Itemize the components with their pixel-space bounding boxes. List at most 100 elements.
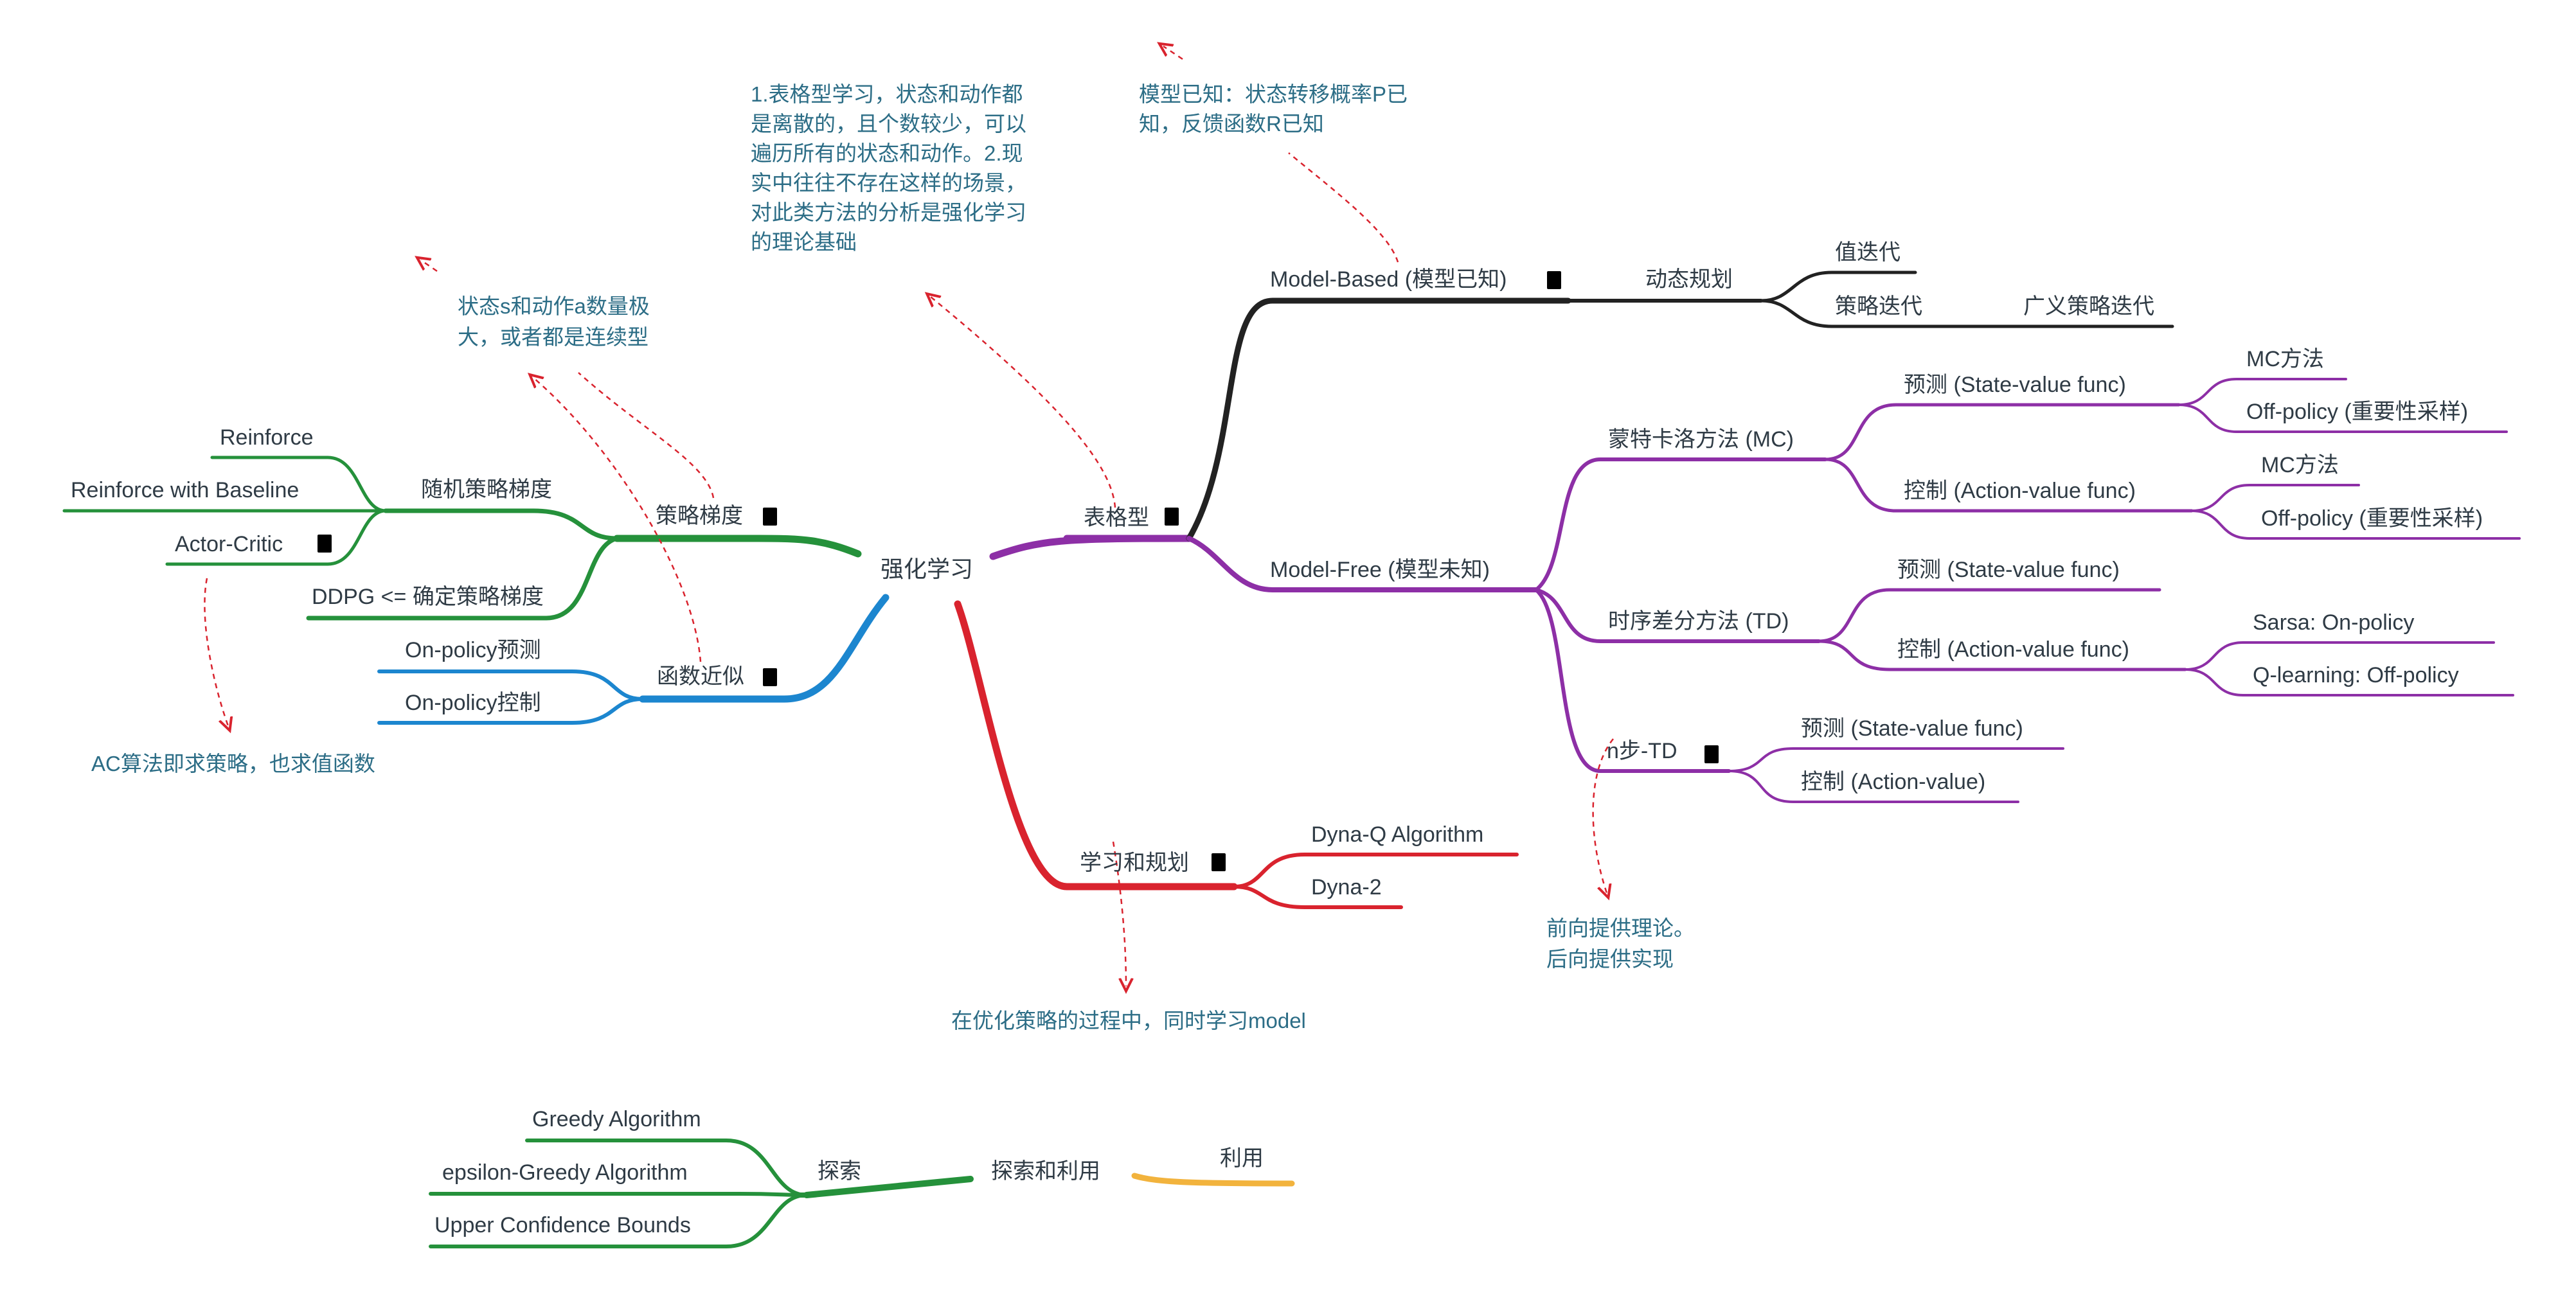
note-line: 模型已知：状态转移概率P已 [1139,82,1408,106]
node-nstep-td[interactable]: n步-TD [1607,739,1677,763]
note-model-known: 模型已知：状态转移概率P已 知，反馈函数R已知 [1139,82,1408,136]
edge-planning-dyna2 [1232,885,1403,909]
node-on-policy-control[interactable]: On-policy控制 [405,691,541,715]
edge-explore-greedy [525,1139,809,1197]
note-line: 状态s和动作a数量极 [458,294,650,318]
edge-pg-stochastic [383,508,620,541]
node-explore-exploit[interactable]: 探索和利用 [991,1159,1100,1183]
node-td-q-learning[interactable]: Q-learning: Off-policy [2253,663,2459,687]
node-reinforce[interactable]: Reinforce [220,425,314,450]
note-arrow-model-known [1288,152,1399,263]
node-nstep-prediction[interactable]: 预测 (State-value func) [1801,716,2023,741]
node-actor-critic[interactable]: Actor-Critic [175,532,283,556]
node-tabular[interactable]: 表格型 [1084,506,1149,530]
edge-explore-ucb [429,1193,809,1248]
node-exploit[interactable]: 利用 [1220,1146,1264,1171]
node-stochastic-policy-gradient[interactable]: 随机策略梯度 [421,477,552,502]
node-mc-prediction[interactable]: 预测 (State-value func) [1904,373,2126,397]
node-on-policy-prediction[interactable]: On-policy预测 [405,638,541,662]
root-node[interactable]: 强化学习 [881,556,973,582]
note-line: 前向提供理论。 [1546,916,1695,940]
note-line: 对此类方法的分析是强化学习 [751,200,1026,224]
edge-exploit [1131,1173,1295,1187]
node-mc[interactable]: 蒙特卡洛方法 (MC) [1608,427,1794,452]
note-line: 1.表格型学习，状态和动作都 [751,82,1023,106]
edge-mc-pred-mc [2178,378,2347,406]
edge-nstep-prediction [1728,747,2064,772]
node-dyna-q[interactable]: Dyna-Q Algorithm [1311,822,1483,847]
document-icon[interactable] [1165,508,1179,526]
node-mc-control-mc[interactable]: MC方法 [2261,453,2339,477]
edge-explore-epsilon [429,1192,809,1197]
node-greedy[interactable]: Greedy Algorithm [532,1107,701,1131]
node-td-control[interactable]: 控制 (Action-value func) [1897,637,2129,662]
node-ucb[interactable]: Upper Confidence Bounds [434,1213,691,1237]
note-line: 知，反馈函数R已知 [1139,112,1324,136]
note-tabular: 1.表格型学习，状态和动作都 是离散的，且个数较少，可以 遍历所有的状态和动作。… [751,82,1026,254]
note-nstep: 前向提供理论。 后向提供实现 [1546,916,1695,971]
edge-fa-prediction [377,669,645,701]
node-td-sarsa[interactable]: Sarsa: On-policy [2253,610,2414,635]
note-line: 后向提供实现 [1546,947,1674,971]
node-reinforce-baseline[interactable]: Reinforce with Baseline [71,478,299,502]
note-line: 遍历所有的状态和动作。2.现 [751,141,1023,165]
node-epsilon-greedy[interactable]: epsilon-Greedy Algorithm [442,1160,688,1185]
node-mc-control[interactable]: 控制 (Action-value func) [1904,479,2136,503]
note-arrow-large-space [578,372,715,499]
node-model-free[interactable]: Model-Free (模型未知) [1270,558,1490,582]
node-nstep-control[interactable]: 控制 (Action-value) [1801,770,1985,794]
note-line: 的理论基础 [751,230,857,254]
node-mc-prediction-mc[interactable]: MC方法 [2246,347,2324,371]
node-dynamic-programming[interactable]: 动态规划 [1645,267,1733,292]
edge-mc-ctrl-mc [2190,484,2360,512]
edge-td-control [1817,639,2187,671]
note-actor-critic: AC算法即求策略，也求值函数 [91,752,375,776]
note-arrow-model-known-tip [1163,46,1183,60]
edge-td-sarsa [2184,641,2495,671]
note-arrow-tabular [931,297,1116,508]
node-ddpg[interactable]: DDPG <= 确定策略梯度 [312,585,544,609]
document-icon[interactable] [763,668,777,686]
note-arrow-large-space-tip [421,260,438,272]
edge-explore-root [803,1176,974,1198]
edge-pg-ddpg [306,536,620,621]
note-line: 实中往往不存在这样的场景， [751,171,1026,195]
edge-mc-control [1823,457,2194,513]
node-value-iteration[interactable]: 值迭代 [1835,240,1901,265]
document-icon[interactable] [318,535,332,553]
note-large-space: 状态s和动作a数量极 大，或者都是连续型 [458,294,650,349]
edge-td-prediction [1817,588,2161,643]
node-td[interactable]: 时序差分方法 (TD) [1608,609,1789,634]
edge-mf-nstep [1534,588,1731,773]
note-line: 大，或者都是连续型 [458,325,648,349]
node-planning[interactable]: 学习和规划 [1080,851,1189,875]
edge-stoch-reinforce [210,456,388,513]
edge-nstep-control [1728,770,2019,803]
edge-mc-pred-off [2178,403,2508,433]
edge-root-policygrad [613,535,862,558]
node-explore[interactable]: 探索 [818,1159,861,1183]
node-td-prediction[interactable]: 预测 (State-value func) [1897,558,2120,582]
edge-fa-control [377,697,645,725]
node-function-approximation[interactable]: 函数近似 [657,664,744,689]
node-mc-prediction-off-policy[interactable]: Off-policy (重要性采样) [2246,400,2468,424]
node-policy-gradient[interactable]: 策略梯度 [656,504,743,528]
edge-root-planning [954,600,1238,891]
node-model-based[interactable]: Model-Based (模型已知) [1270,267,1507,292]
edge-root-funcapprox [639,594,890,703]
node-dyna-2[interactable]: Dyna-2 [1311,875,1382,900]
document-icon[interactable] [1212,853,1226,871]
document-icon[interactable] [763,508,777,526]
edge-mc-prediction [1823,403,2181,461]
document-icon[interactable] [1547,271,1561,289]
document-icon[interactable] [1704,745,1719,763]
note-arrow-nstep [1592,738,1614,893]
edge-stoch-ac [165,509,388,566]
node-mc-control-off-policy[interactable]: Off-policy (重要性采样) [2261,506,2483,531]
node-policy-iteration[interactable]: 策略迭代 [1835,294,1922,319]
node-generalized-policy-iteration[interactable]: 广义策略迭代 [2023,294,2154,319]
edge-dp-value-iter [1759,270,1917,303]
note-arrow-funcapprox [533,378,702,662]
